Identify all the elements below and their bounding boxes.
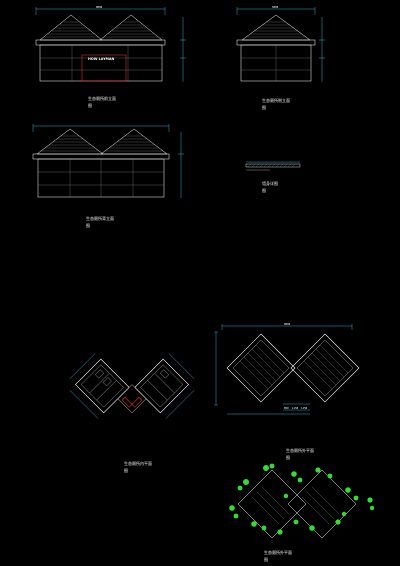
front-elevation: 8800 HOW LAYMAN 生态厕所前立面 图 <box>35 5 186 108</box>
landscape-plan-caption: 生态厕所外平面 <box>264 549 292 555</box>
landscape-plan-scale: 图 <box>264 556 268 562</box>
front-elevation-caption: 生态厕所前立面 <box>88 95 116 101</box>
side-dim-overall: 5800 <box>272 5 279 9</box>
back-elevation: 生态厕所背立面 图 <box>32 124 184 228</box>
side-elevation-caption: 生态厕所侧立面 <box>262 97 290 103</box>
floor-plan-scale: 图 <box>124 467 128 473</box>
roof-plan: 8800 850 1150 1150 生态厕所外平面 图 <box>214 322 360 460</box>
roof-dim-overall: 8800 <box>284 322 291 326</box>
front-dim-overall: 8800 <box>96 5 103 9</box>
roof-dim-c: 1150 <box>301 406 308 410</box>
front-elevation-scale: 图 <box>88 102 92 108</box>
back-elevation-caption: 生态厕所背立面 <box>86 215 114 221</box>
floor-plan-caption: 生态厕所内平面 <box>124 460 152 466</box>
roof-plan-caption: 生态厕所外平面 <box>286 447 314 453</box>
tree-symbols <box>229 463 375 535</box>
detail-caption: 墙身详图 <box>262 180 278 186</box>
side-elevation: 5800 生态厕所侧立面 图 <box>236 5 325 110</box>
landscape-plan: 生态厕所外平面 图 <box>229 463 375 562</box>
wall-detail: 墙身详图 图 <box>245 161 301 193</box>
detail-scale: 图 <box>262 187 266 193</box>
floor-plan: 生态厕所内平面 图 <box>69 353 195 473</box>
front-sign-text: HOW LAYMAN <box>88 57 115 61</box>
side-elevation-scale: 图 <box>262 104 266 110</box>
roof-plan-scale: 图 <box>286 454 290 460</box>
roof-dim-a: 850 <box>284 406 289 410</box>
roof-dim-b: 1150 <box>292 406 299 410</box>
back-elevation-scale: 图 <box>86 222 90 228</box>
